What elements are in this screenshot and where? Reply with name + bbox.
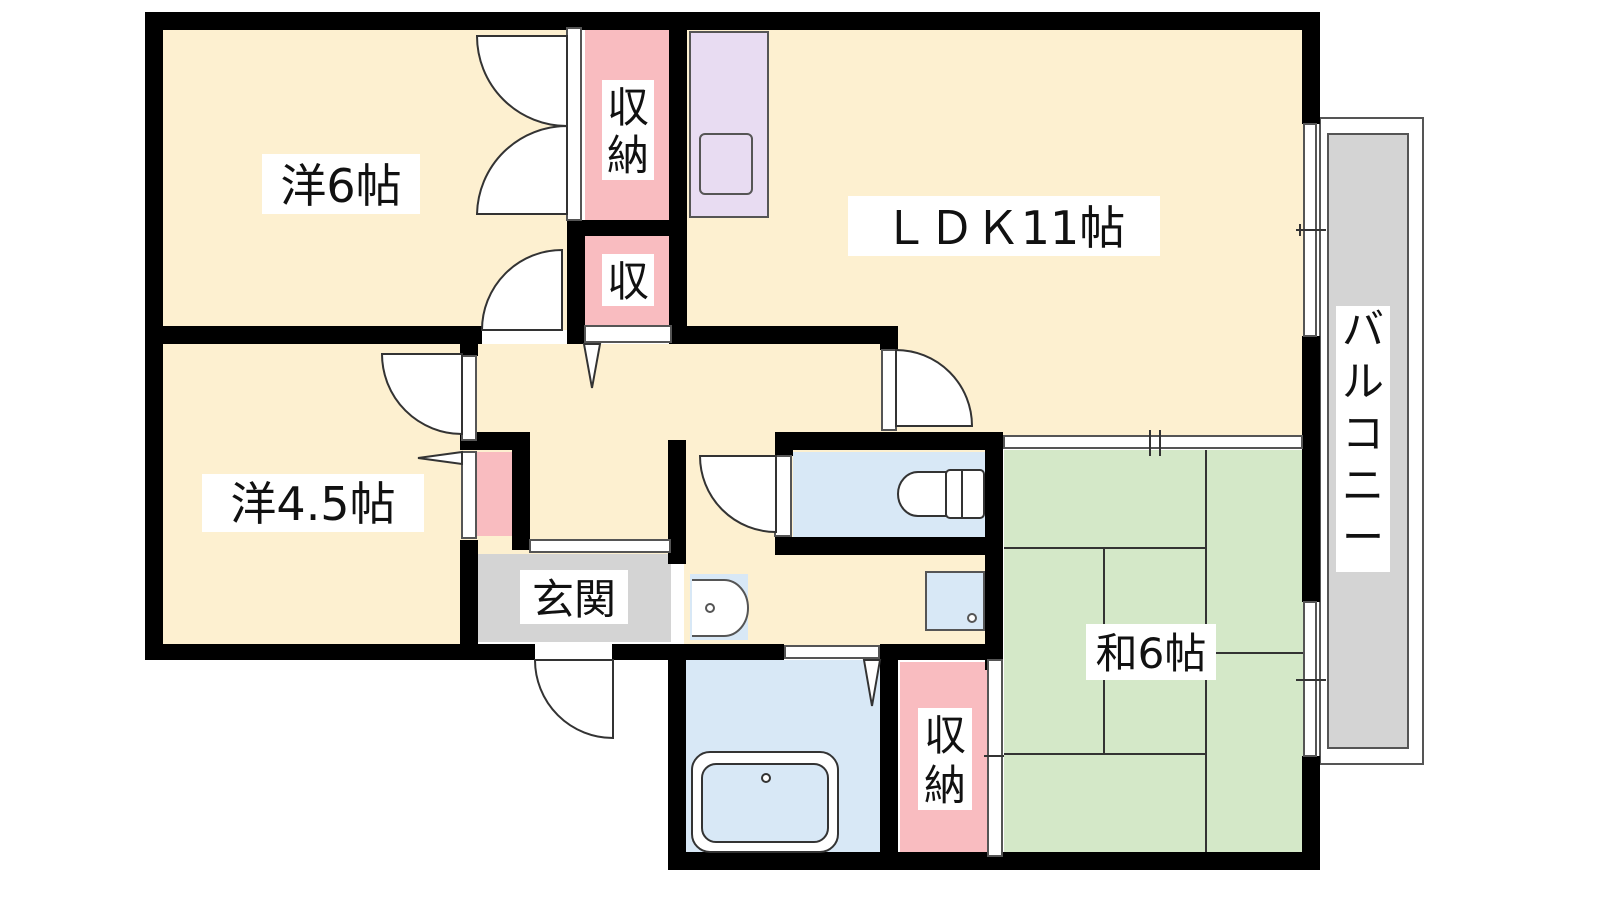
label-western-6: 洋6帖 [280, 159, 401, 213]
storage-hall [475, 452, 515, 536]
label-entrance: 玄関 [532, 575, 616, 624]
sink-icon [690, 574, 749, 640]
label-storage-top-2: 納 [607, 131, 649, 180]
label-ldk: ＬＤＫ11帖 [883, 201, 1126, 255]
walls [145, 12, 1320, 870]
label-balcony-1: バ [1342, 305, 1384, 354]
toilet-icon [897, 469, 985, 519]
sliding-door-marks [417, 224, 1326, 757]
label-storage-small: 収 [607, 257, 649, 306]
label-balcony-3: コ [1342, 409, 1384, 458]
label-japanese-6: 和6帖 [1096, 629, 1207, 678]
stove-icon [699, 133, 753, 195]
label-storage-bottom-1: 収 [924, 711, 966, 760]
label-balcony-5: ー [1342, 513, 1384, 562]
washing-machine-icon [925, 571, 985, 631]
label-western-45: 洋4.5帖 [230, 477, 395, 531]
door-icon [380, 35, 974, 740]
bathtub-icon [691, 751, 839, 853]
wall-openings [461, 27, 1317, 857]
label-balcony-4: ニ [1342, 461, 1384, 510]
label-storage-bottom-2: 納 [924, 761, 966, 810]
label-balcony-2: ル [1342, 357, 1384, 406]
label-storage-top-1: 収 [607, 83, 649, 132]
